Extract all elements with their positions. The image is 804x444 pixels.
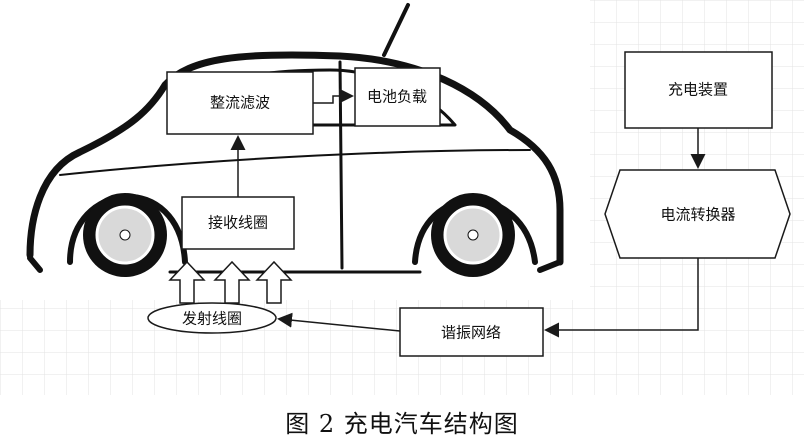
figure-caption: 图 2 充电汽车结构图 xyxy=(285,410,519,438)
node-battery-load: 电池负载 xyxy=(354,67,441,127)
node-receiving-coil-label: 接收线圈 xyxy=(208,214,268,232)
node-current-converter: 电流转换器 xyxy=(604,169,791,259)
node-transmitting-coil-label: 发射线圈 xyxy=(182,310,242,328)
arrow-converter-to-resonant xyxy=(544,258,699,338)
arrow-resonant-to-transmitting xyxy=(277,312,401,332)
node-current-converter-label: 电流转换器 xyxy=(660,206,735,224)
node-rectifier-filter: 整流滤波 xyxy=(166,71,314,135)
node-receiving-coil: 接收线圈 xyxy=(181,196,295,250)
node-rectifier-filter-label: 整流滤波 xyxy=(210,94,270,112)
node-charging-device-label: 充电装置 xyxy=(668,81,728,99)
node-battery-load-label: 电池负载 xyxy=(367,88,427,106)
hollow-up-arrow xyxy=(213,260,251,304)
front-wheel xyxy=(83,193,167,277)
hollow-up-arrow xyxy=(168,260,206,304)
rear-wheel xyxy=(431,193,515,277)
node-resonant-network-label: 谐振网络 xyxy=(441,324,501,342)
node-resonant-network: 谐振网络 xyxy=(399,307,544,357)
node-charging-device: 充电装置 xyxy=(624,51,773,129)
node-transmitting-coil: 发射线圈 xyxy=(147,302,277,334)
arrow-rectifier-to-battery xyxy=(313,88,354,104)
hollow-up-arrow xyxy=(255,260,293,304)
connectors xyxy=(230,88,706,338)
wireless-transfer-arrows xyxy=(168,260,293,304)
